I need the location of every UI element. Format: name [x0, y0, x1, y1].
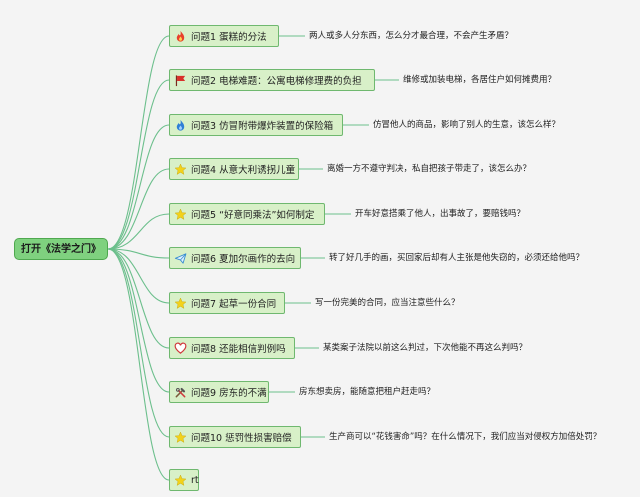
star-icon: [174, 297, 187, 310]
topic-description: 某类案子法院以前这么判过，下次他能不再这么判吗？: [323, 343, 528, 353]
topic-label: 问题9 房东的不满: [191, 388, 267, 399]
topic-label: 问题2 电梯难题：公寓电梯修理费的负担: [191, 76, 362, 87]
topic-node[interactable]: 问题6 夏加尔画作的去向: [169, 247, 301, 269]
root-node[interactable]: 打开《法学之门》: [14, 238, 108, 260]
topic-description: 房东想卖房，能随意把租户赶走吗？: [299, 387, 436, 397]
topic-description: 维修或加装电梯，各居住户如何摊费用？: [403, 75, 557, 85]
topic-description: 两人或多人分东西，怎么分才最合理，不会产生矛盾？: [309, 31, 514, 41]
branch-connector: [107, 79, 170, 250]
topic-label: 问题4 从意大利诱拐儿童: [191, 165, 296, 176]
fire-icon: [174, 30, 187, 43]
star-icon: [174, 163, 187, 176]
topic-label: 问题7 起草一份合同: [191, 299, 277, 310]
star-icon: [174, 474, 187, 487]
topic-node[interactable]: 问题7 起草一份合同: [169, 292, 285, 314]
topic-description: 开车好意搭乘了他人，出事故了，要赔钱吗？: [355, 209, 526, 219]
branch-connector: [107, 248, 170, 481]
topic-label: 问题8 还能相信判例吗: [191, 344, 286, 355]
branch-connector: [107, 248, 170, 304]
branch-connector: [107, 248, 170, 393]
red-flag-icon: [174, 74, 187, 87]
topic-node[interactable]: 问题4 从意大利诱拐儿童: [169, 158, 299, 180]
topic-description: 离婚一方不遵守判决，私自把孩子带走了，该怎么办？: [327, 164, 532, 174]
topic-node[interactable]: 问题3 仿冒附带爆炸装置的保险箱: [169, 114, 343, 136]
topic-label: 问题6 夏加尔画作的去向: [191, 254, 296, 265]
heart-icon: [174, 342, 187, 355]
topic-node[interactable]: 问题9 房东的不满: [169, 381, 269, 403]
branch-connector: [107, 248, 170, 349]
branch-connector: [107, 213, 170, 250]
branch-connector: [107, 248, 170, 259]
blue-flame-icon: [174, 119, 187, 132]
branch-connector: [107, 35, 170, 250]
topic-description: 写一份完美的合同，应当注意些什么？: [315, 298, 460, 308]
branch-connector: [107, 168, 170, 250]
tools-icon: [174, 386, 187, 399]
topic-label: 问题5 “好意同乘法”如何制定: [191, 210, 315, 221]
topic-node[interactable]: 问题1 蛋糕的分法: [169, 25, 279, 47]
topic-node[interactable]: 问题5 “好意同乘法”如何制定: [169, 203, 325, 225]
branch-connector: [107, 248, 170, 438]
branch-connector: [107, 124, 170, 250]
topic-label: 问题3 仿冒附带爆炸装置的保险箱: [191, 121, 334, 132]
topic-description: 生产商可以“花钱害命”吗？在什么情况下，我们应当对侵权方加倍处罚？: [329, 432, 602, 442]
topic-label: 问题10 惩罚性损害赔偿: [191, 433, 292, 444]
star-icon: [174, 208, 187, 221]
paper-plane-icon: [174, 252, 187, 265]
topic-node[interactable]: rt: [169, 469, 199, 491]
star-icon: [174, 431, 187, 444]
topic-node[interactable]: 问题8 还能相信判例吗: [169, 337, 295, 359]
topic-description: 仿冒他人的商品，影响了别人的生意，该怎么样？: [373, 120, 561, 130]
topic-label: 问题1 蛋糕的分法: [191, 32, 267, 43]
topic-node[interactable]: 问题10 惩罚性损害赔偿: [169, 426, 301, 448]
topic-label: rt: [191, 474, 199, 486]
topic-node[interactable]: 问题2 电梯难题：公寓电梯修理费的负担: [169, 69, 375, 91]
topic-description: 转了好几手的画，买回家后却有人主张是他失窃的，必须还给他吗？: [329, 253, 585, 263]
